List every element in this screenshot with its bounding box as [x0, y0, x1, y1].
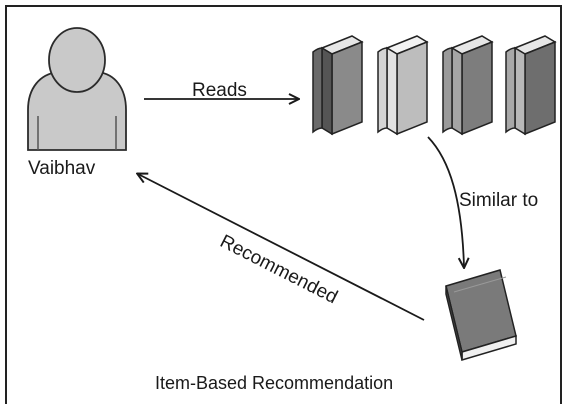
book-icon: [442, 35, 494, 136]
book-icon: [505, 35, 557, 136]
similar-arrow: [427, 136, 464, 267]
similar-edge-label: Similar to: [459, 190, 539, 211]
book-icon: [312, 35, 364, 136]
read-books-group: [312, 35, 557, 136]
reads-edge-label: Reads: [192, 80, 247, 101]
user-name-label: Vaibhav: [28, 158, 96, 179]
book-icon: [377, 35, 429, 136]
frame-border: [5, 5, 562, 404]
book-icon: [445, 269, 517, 362]
diagram-caption: Item-Based Recommendation: [155, 373, 394, 393]
person-icon: [27, 27, 127, 151]
recommended-arrow: [138, 174, 425, 321]
